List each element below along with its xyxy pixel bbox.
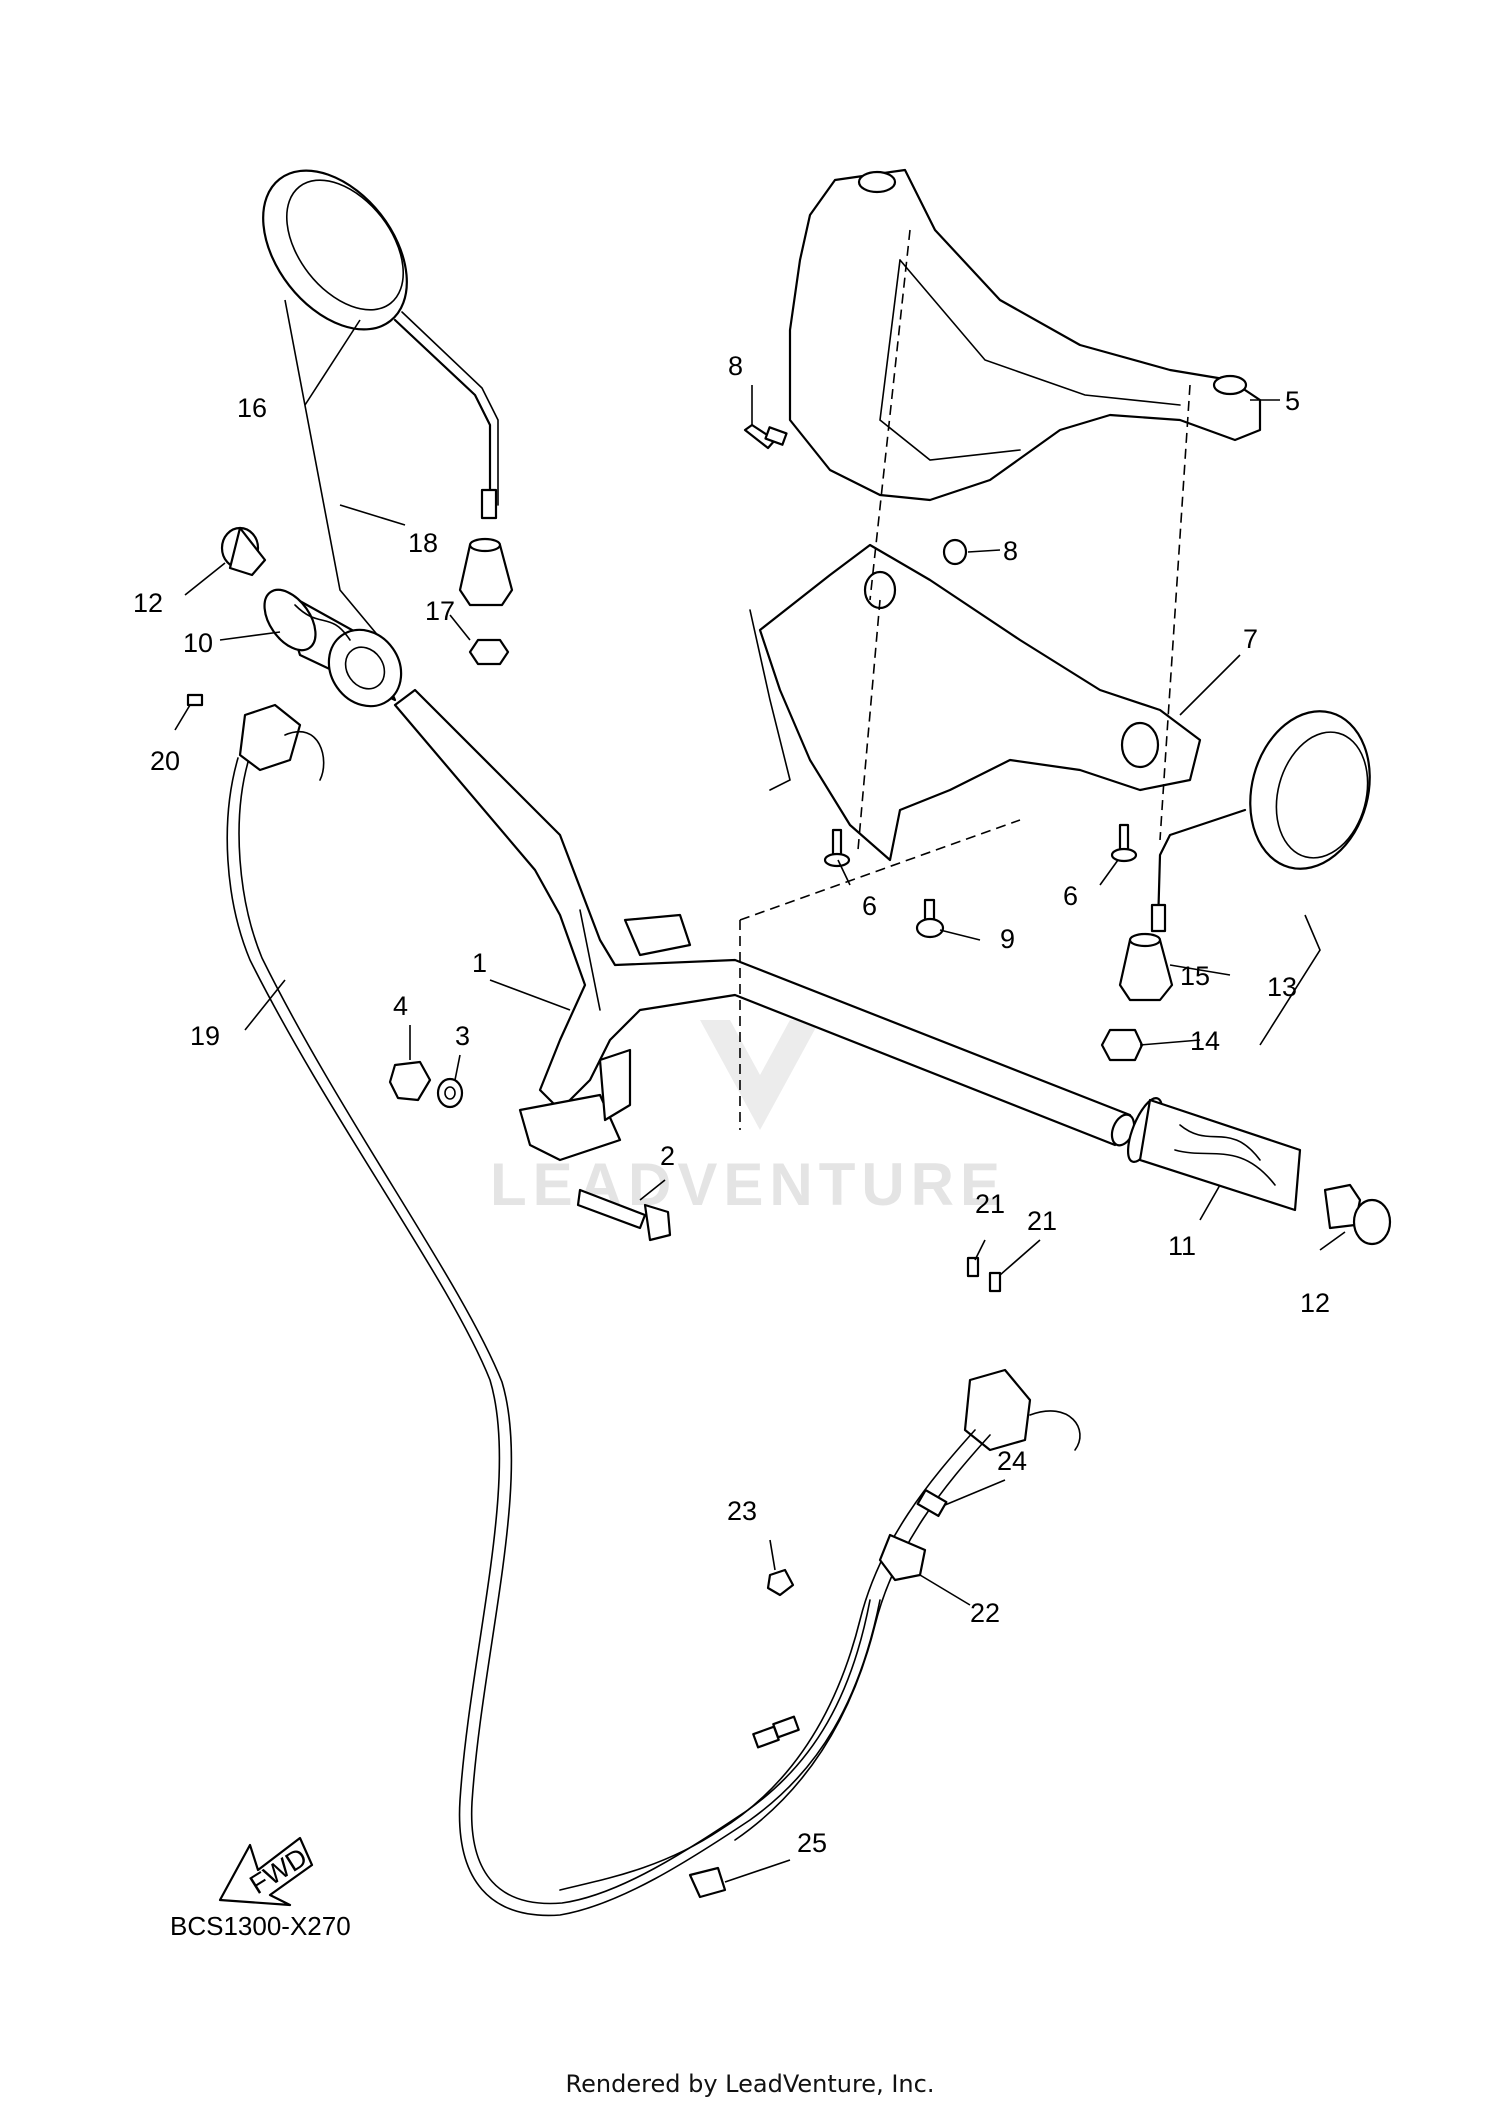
callout-12-right: 12 — [1300, 1288, 1330, 1318]
screw-24[interactable] — [916, 1488, 948, 1518]
left-mirror-nut[interactable] — [468, 638, 510, 666]
callout-6-right: 6 — [1063, 881, 1078, 911]
callout-24: 24 — [997, 1446, 1027, 1476]
callout-7: 7 — [1243, 624, 1258, 654]
alignment-lines — [739, 229, 1191, 1130]
leader-18 — [339, 504, 406, 526]
callout-11: 11 — [1168, 1231, 1196, 1261]
callouts: 1 2 3 4 5 6 6 7 8 8 9 10 11 12 12 13 14 … — [133, 351, 1330, 1858]
screw-8-right[interactable] — [942, 538, 968, 566]
handlebar[interactable] — [393, 688, 1138, 1162]
handle-cover-front[interactable] — [788, 168, 1262, 502]
callout-21-left: 21 — [975, 1189, 1005, 1219]
callout-1: 1 — [472, 948, 487, 978]
screw-9[interactable] — [915, 898, 945, 939]
left-switch[interactable] — [186, 693, 325, 781]
right-switch-cable[interactable] — [559, 1429, 991, 1891]
watermark: LEADVENTURE — [490, 1020, 1006, 1218]
callout-16: 16 — [237, 393, 267, 423]
right-grip[interactable] — [1121, 1094, 1302, 1212]
callout-15: 15 — [1180, 961, 1210, 991]
screw-23[interactable] — [766, 1568, 795, 1597]
screw-6-right[interactable] — [1110, 823, 1138, 863]
nut-4[interactable] — [388, 1060, 432, 1102]
callout-3: 3 — [455, 1021, 470, 1051]
right-bar-end[interactable] — [1323, 1183, 1392, 1246]
band-25[interactable] — [688, 1866, 727, 1899]
right-mirror-boot[interactable] — [1118, 932, 1174, 1002]
callout-2: 2 — [660, 1141, 675, 1171]
diagram-code: BCS1300-X270 — [170, 1911, 351, 1941]
callout-14: 14 — [1190, 1026, 1220, 1056]
bolt-2[interactable] — [576, 1188, 672, 1242]
left-bar-end[interactable] — [220, 526, 267, 577]
rendered-by-footer: Rendered by LeadVenture, Inc. — [565, 2070, 935, 2098]
leader-lines — [174, 319, 1346, 1883]
callout-13: 13 — [1267, 972, 1297, 1002]
cable-ties — [752, 1715, 800, 1749]
left-mirror-boot[interactable] — [458, 537, 514, 607]
fwd-arrow: FWD — [218, 1836, 314, 1907]
leader-17 — [449, 614, 471, 641]
callout-19: 19 — [190, 1021, 220, 1051]
callout-6-left: 6 — [862, 891, 877, 921]
callout-4: 4 — [393, 991, 408, 1021]
callout-18: 18 — [408, 528, 438, 558]
watermark-text: LEADVENTURE — [490, 1151, 1006, 1218]
right-mirror[interactable] — [1150, 698, 1387, 933]
washer-3[interactable] — [436, 1077, 464, 1109]
left-mirror[interactable] — [234, 143, 499, 520]
callout-21-right: 21 — [1027, 1206, 1057, 1236]
callout-22: 22 — [970, 1598, 1000, 1628]
callout-20: 20 — [150, 746, 180, 776]
mirror-bracket-line — [284, 299, 391, 651]
callout-17: 17 — [425, 596, 455, 626]
callout-8-right: 8 — [1003, 536, 1018, 566]
screw-6-left[interactable] — [823, 828, 851, 868]
callout-25: 25 — [797, 1828, 827, 1858]
left-grip[interactable] — [254, 581, 416, 721]
callout-23: 23 — [727, 1496, 757, 1526]
right-mirror-nut[interactable] — [1100, 1028, 1144, 1062]
left-switch-cable[interactable] — [226, 757, 881, 1917]
screw-8-left[interactable] — [743, 423, 788, 450]
clamp-22[interactable] — [878, 1533, 927, 1582]
callout-10: 10 — [183, 628, 213, 658]
right-switch[interactable] — [963, 1256, 1081, 1452]
mirror-bracket-right — [1259, 914, 1321, 1046]
callout-9: 9 — [1000, 924, 1015, 954]
callout-8-left: 8 — [728, 351, 743, 381]
callout-12-left: 12 — [133, 588, 163, 618]
handle-cover-rear[interactable] — [749, 543, 1202, 862]
callout-5: 5 — [1285, 386, 1300, 416]
